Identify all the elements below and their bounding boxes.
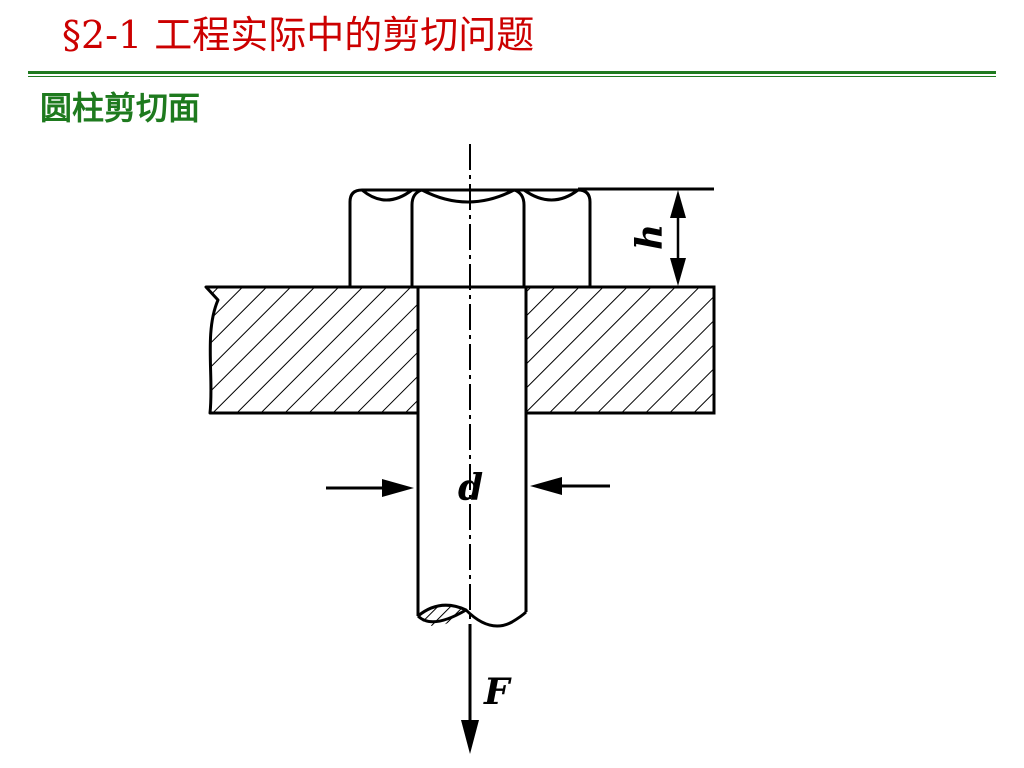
slide-title: §2-1 工程实际中的剪切问题 (62, 13, 535, 57)
bolt-head-face-left (410, 188, 423, 287)
height-label: h (629, 224, 671, 250)
slide-subtitle: 圆柱剪切面 (40, 89, 201, 127)
force-arrow-head-icon (461, 720, 479, 754)
plate-left (204, 285, 420, 415)
force-arrow: F (461, 624, 512, 754)
plate-right (524, 285, 716, 415)
shank-break-hatch (418, 604, 466, 626)
title-divider-thin (28, 76, 996, 77)
diameter-arrow-left-icon (382, 479, 414, 497)
force-label: F (483, 671, 512, 713)
bolt-head-chamfer-left (361, 188, 413, 202)
plate (204, 285, 716, 415)
height-dimension: h (629, 190, 686, 286)
bolt-head-chamfer-right (523, 188, 579, 202)
bolt-head-face-right (513, 188, 526, 287)
height-arrow-up-icon (670, 190, 686, 218)
diameter-arrow-right-icon (530, 477, 562, 495)
diameter-label: d (458, 467, 483, 509)
height-arrow-down-icon (670, 258, 686, 286)
diameter-dimension: d (326, 467, 610, 509)
bolt-head (348, 187, 714, 287)
bolt-head-chamfer-middle (421, 188, 515, 204)
title-divider (28, 71, 996, 74)
